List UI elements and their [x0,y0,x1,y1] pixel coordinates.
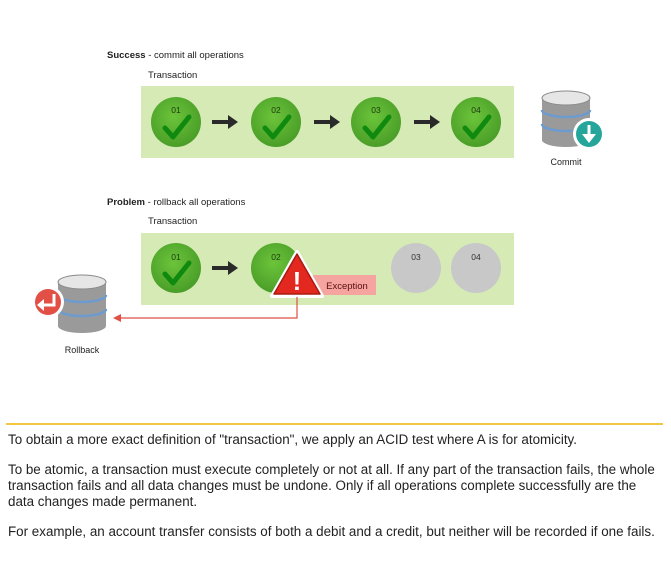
warning-glyph: ! [293,266,302,296]
step-circle [451,243,501,293]
problem-step-04: 04 [451,243,501,293]
step-circle [151,97,201,147]
step-number: 02 [271,105,281,115]
step-circle [391,243,441,293]
success-heading: Success - commit all operations [107,50,244,61]
checkmark-icon [162,114,192,140]
commit-database-icon [540,90,605,150]
step-number: 04 [471,105,481,115]
checkmark-icon [462,114,492,140]
step-number: 01 [171,252,181,262]
arrow-right-icon [314,115,340,129]
exception-badge [313,275,376,295]
paragraph-2: To be atomic, a transaction must execute… [8,462,655,509]
paragraph-3: For example, an account transfer consist… [8,524,655,539]
undo-arrow-icon [35,289,61,315]
checkmark-icon [362,114,392,140]
rollback-database-icon [32,274,108,333]
step-circle [351,97,401,147]
problem-transaction-label: Transaction [148,216,197,227]
paragraph-1: To obtain a more exact definition of "tr… [8,432,577,447]
success-transaction-label: Transaction [148,70,197,81]
explanation-text: To obtain a more exact definition of "tr… [8,432,663,554]
arrow-right-icon [212,115,238,129]
arrow-right-icon [414,115,440,129]
success-step-04: 04 [451,97,501,147]
commit-label: Commit [551,157,582,167]
checkmark-icon [162,260,192,286]
warning-icon: ! [270,250,324,298]
problem-step-01: 01 [151,243,201,293]
step-number: 03 [411,252,421,262]
success-title-rest: - commit all operations [146,50,244,61]
success-step-02: 02 [251,97,301,147]
success-step-03: 03 [351,97,401,147]
step-circle [451,97,501,147]
step-number: 01 [171,105,181,115]
success-step-01: 01 [151,97,201,147]
step-circle [251,97,301,147]
problem-step-03: 03 [391,243,441,293]
section-divider [6,423,663,425]
checkmark-icon [262,114,292,140]
problem-title-bold: Problem [107,197,145,208]
transaction-diagram: Success - commit all operations Transact… [32,50,605,355]
success-title-bold: Success [107,50,146,61]
step-number: 02 [271,252,281,262]
step-number: 03 [371,105,381,115]
step-circle [151,243,201,293]
problem-heading: Problem - rollback all operations [107,197,246,208]
problem-title-rest: - rollback all operations [145,197,246,208]
arrow-right-icon [212,261,238,275]
rollback-connector [113,297,298,322]
step-number: 04 [471,252,481,262]
exception-label: Exception [326,281,368,292]
rollback-label: Rollback [65,345,100,355]
